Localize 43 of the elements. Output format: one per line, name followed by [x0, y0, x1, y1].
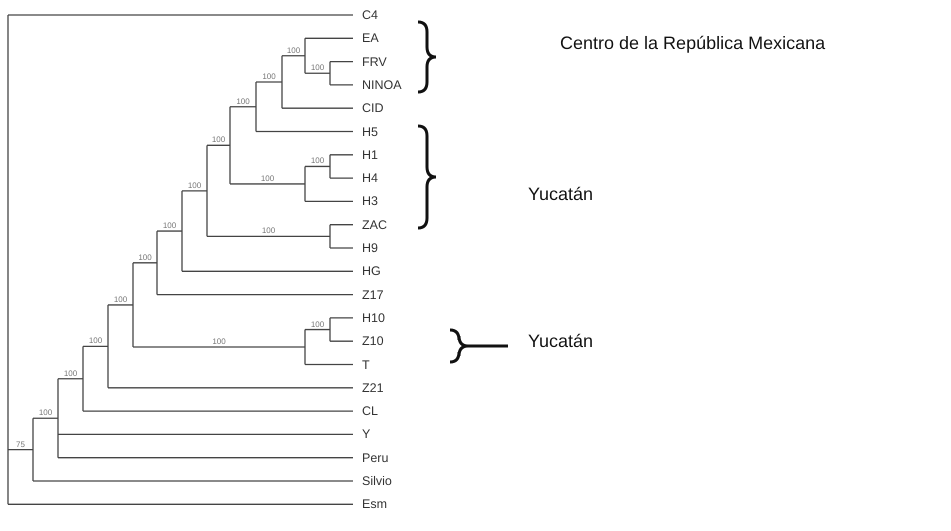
support-value: 100	[262, 72, 276, 81]
support-value: 100	[138, 252, 152, 262]
support-value: 100	[38, 408, 52, 418]
taxon-label: CL	[362, 404, 378, 418]
support-value: 100	[162, 221, 176, 230]
taxon-label: T	[362, 358, 370, 372]
taxon-label: H10	[362, 310, 385, 325]
taxon-label: H4	[362, 171, 378, 186]
region-label: Yucatán	[528, 183, 594, 205]
taxon-label: H5	[362, 124, 378, 138]
taxon-label: NINOA	[362, 78, 402, 92]
support-value: 100	[236, 96, 250, 106]
support-value: 100	[262, 226, 276, 236]
support-value: 100	[88, 336, 102, 346]
support-value: 100	[212, 337, 226, 346]
taxon-label: Z17	[362, 288, 384, 302]
taxon-label: Peru	[362, 450, 388, 465]
taxon-label: Silvio	[362, 474, 392, 488]
support-value: 100	[310, 156, 324, 166]
taxon-label: Z10	[362, 334, 384, 348]
taxon-label: FRV	[362, 54, 387, 69]
support-value: 100	[310, 320, 324, 329]
support-value: 100	[64, 368, 78, 378]
support-value: 75	[16, 440, 25, 449]
taxon-label: H3	[362, 194, 378, 208]
support-value: 100	[310, 63, 324, 72]
taxon-label: H1	[362, 148, 378, 162]
support-value: 100	[188, 180, 202, 190]
support-value: 100	[286, 46, 300, 55]
taxon-label: CID	[362, 101, 384, 116]
taxon-label: Esm	[362, 497, 387, 512]
taxon-label: C4	[362, 8, 378, 22]
taxon-label: Z21	[362, 380, 384, 395]
support-value: 100	[114, 294, 128, 304]
taxon-label: Y	[362, 427, 370, 442]
region-label: Centro de la República Mexicana	[560, 32, 826, 54]
support-value: 100	[212, 135, 226, 144]
taxon-label: HG	[362, 264, 381, 278]
taxon-label: ZAC	[362, 218, 387, 232]
taxon-label: H9	[362, 241, 378, 255]
region-label: Yucatán	[528, 330, 594, 352]
support-value: 100	[260, 174, 274, 183]
taxon-label: EA	[362, 31, 379, 46]
